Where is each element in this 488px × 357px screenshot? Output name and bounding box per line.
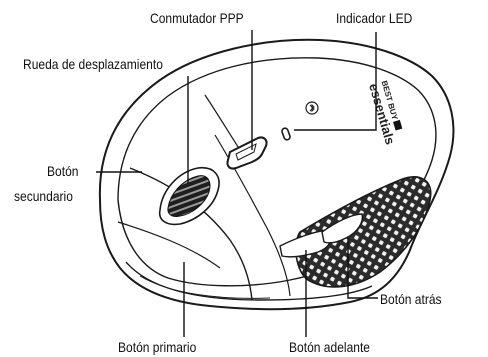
scroll-wheel[interactable] — [158, 166, 220, 226]
back-button-shape[interactable] — [321, 213, 364, 244]
top-seam — [204, 94, 241, 151]
led-indicator-label: Indicador LED — [336, 10, 413, 26]
ppp-switch-button[interactable] — [226, 136, 268, 170]
primary-button-label: Botón primario — [118, 339, 197, 355]
forward-button-label: Botón adelante — [289, 339, 371, 355]
secondary-button-label-line1: Botón — [47, 163, 79, 179]
secondary-button-divider — [129, 167, 253, 301]
ppp-switch[interactable] — [226, 136, 268, 170]
ppp-switch-label: Conmutador PPP — [150, 10, 244, 26]
leader-back — [347, 238, 378, 299]
forward-button-shape[interactable] — [279, 229, 333, 258]
left-click-divider — [117, 221, 221, 269]
scroll-wheel-tread — [167, 175, 211, 217]
side-grip — [295, 176, 432, 288]
ppp-switch-inner — [235, 143, 257, 161]
scroll-wheel-label: Rueda de desplazamiento — [23, 56, 163, 72]
mouse-body — [98, 38, 455, 311]
mouse-base-line-2 — [139, 275, 271, 299]
leader-lines — [96, 30, 378, 337]
led-indicator — [281, 127, 291, 141]
secondary-button-label-line2: secundario — [14, 188, 73, 204]
mouse-top-surface — [117, 57, 437, 287]
leader-led — [294, 32, 377, 131]
bluetooth-icon — [305, 101, 319, 115]
mouse-outer-shell — [98, 38, 455, 311]
back-button-label: Botón atrás — [380, 291, 442, 307]
brand-tag-icon — [393, 119, 403, 131]
mouse-base-line — [125, 261, 373, 301]
